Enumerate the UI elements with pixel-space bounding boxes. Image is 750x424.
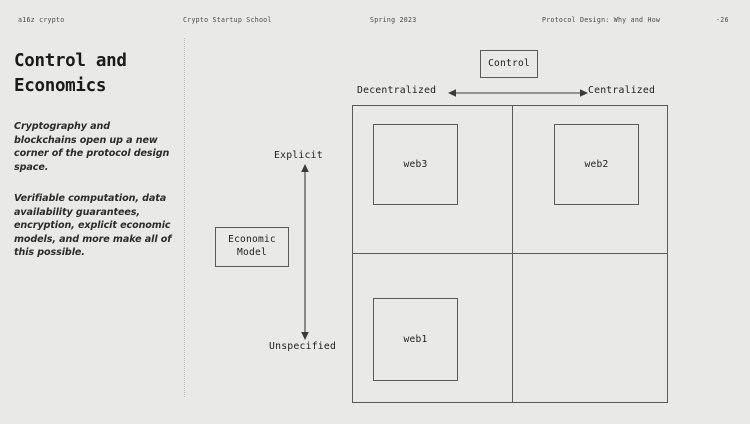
horizontal-double-arrow-icon (448, 89, 588, 97)
x-axis-right-label: Centralized (588, 85, 656, 96)
x-axis-left-label: Decentralized (357, 85, 437, 96)
header-page-number: ·26 (716, 16, 729, 24)
y-axis-bottom-label: Unspecified (269, 341, 337, 352)
grid-horizontal-divider (353, 253, 667, 255)
body-paragraph-2: Verifiable computation, data availabilit… (14, 193, 172, 259)
quadrant-node-web3: web3 (373, 124, 458, 205)
vertical-double-arrow-icon (301, 164, 309, 340)
quadrant-node-web2: web2 (554, 124, 639, 205)
economic-model-axis-tag: Economic Model (215, 227, 289, 267)
header-term: Spring 2023 (370, 16, 417, 24)
quadrant-grid: web3 web2 web1 (352, 105, 668, 403)
header-brand: a16z crypto (18, 16, 65, 24)
control-axis-tag: Control (480, 50, 538, 78)
vertical-dotted-divider (184, 38, 185, 397)
quadrant-node-web1: web1 (373, 298, 458, 381)
header-course-name: Crypto Startup School (183, 16, 272, 24)
page-title: Control and Economics (14, 51, 127, 97)
header-lecture-title: Protocol Design: Why and How (542, 16, 661, 24)
y-axis-top-label: Explicit (274, 150, 323, 161)
body-paragraph-1: Cryptography and blockchains open up a n… (14, 121, 170, 173)
